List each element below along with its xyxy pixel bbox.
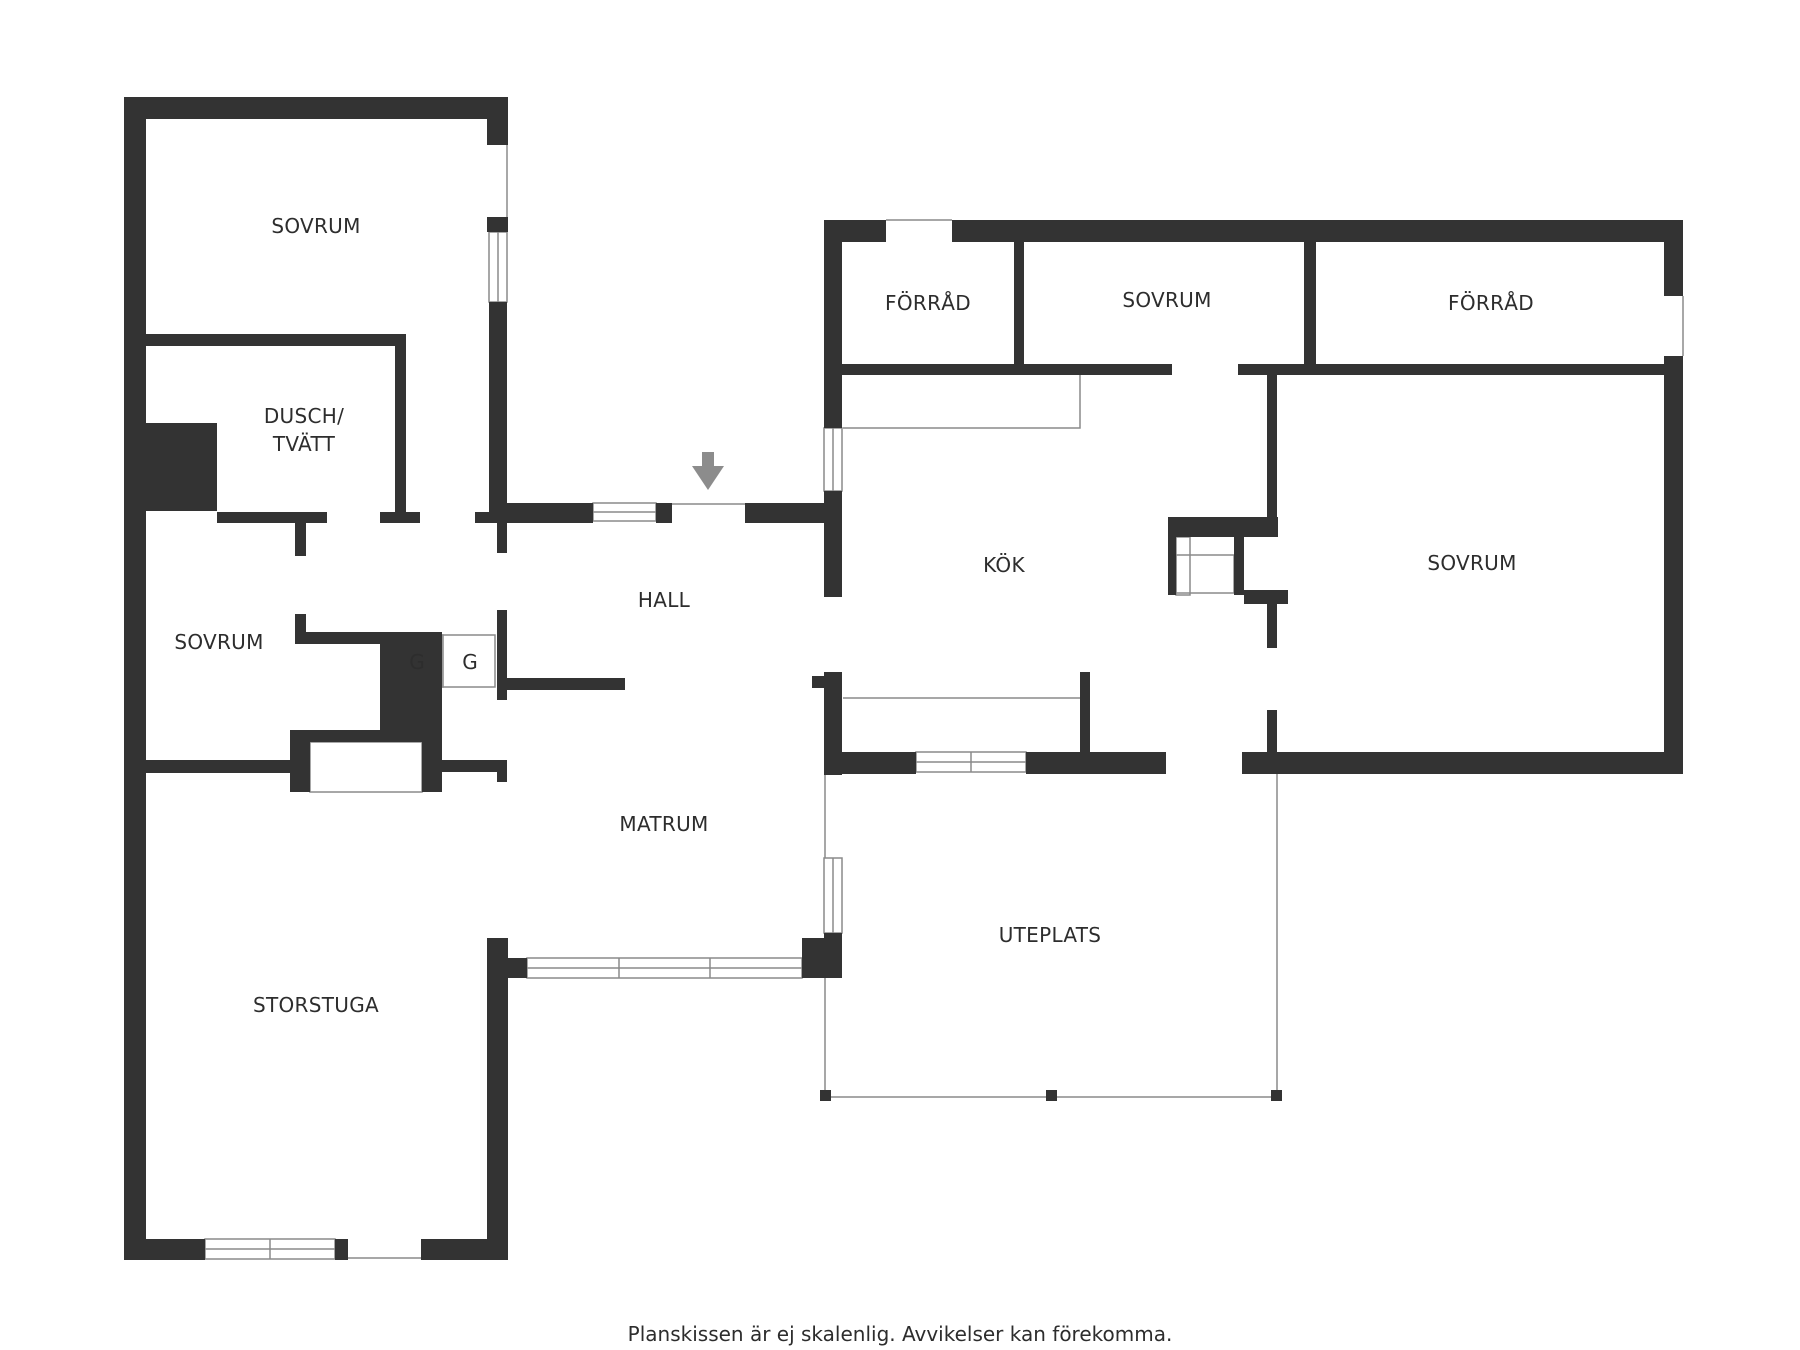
room-label-uteplats: UTEPLATS: [998, 923, 1102, 947]
room-label-kok: KÖK: [983, 553, 1025, 577]
down-arrow-icon: [692, 452, 724, 490]
room-label-dusch-tvatt: DUSCH/ TVÄTT: [263, 404, 345, 456]
room-label-forrad-right: FÖRRÅD: [1448, 291, 1534, 315]
walls: [124, 97, 1683, 1260]
room-label-forrad-left: FÖRRÅD: [885, 291, 971, 315]
disclaimer-text: Planskissen är ej skalenlig. Avvikelser …: [627, 1322, 1173, 1346]
room-label-sovrum-right: SOVRUM: [1427, 551, 1517, 575]
room-label-sovrum-top-left: SOVRUM: [271, 214, 361, 238]
room-label-hall: HALL: [637, 588, 691, 612]
room-label-matrum: MATRUM: [619, 812, 709, 836]
windows: [127, 231, 1027, 1260]
room-label-sovrum-left: SOVRUM: [174, 630, 264, 654]
wardrobe-label: G: [409, 650, 425, 674]
wardrobe-label: G: [462, 650, 478, 674]
room-label-storstuga: STORSTUGA: [253, 993, 379, 1017]
room-label-sovrum-top-middle: SOVRUM: [1122, 288, 1212, 312]
